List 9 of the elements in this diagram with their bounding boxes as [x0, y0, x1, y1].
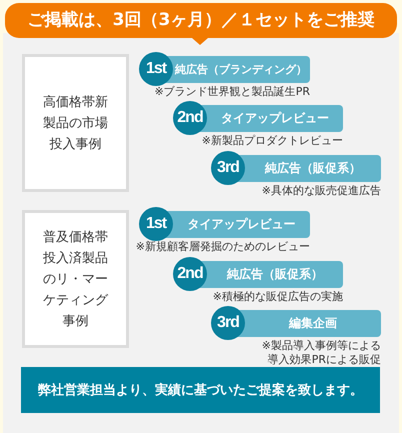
step-note: ※ブランド世界観と製品誕生PR: [154, 85, 310, 99]
step-note: ※具体的な販売促進広告: [262, 184, 381, 198]
step-note: ※積極的な販促広告の実施: [212, 290, 343, 304]
step-note: ※新規顧客層発掘のためのレビュー: [136, 240, 310, 254]
proposal-banner: 弊社営業担当より、実績に基づいたご提案を致します。: [21, 367, 380, 413]
step-note: ※新製品プロダクトレビュー: [202, 134, 343, 148]
case-card: 高価格帯新製品の市場投入事例: [22, 54, 129, 192]
case-card: 普及価格帯投入済製品のリ・マーケティング事例: [22, 210, 129, 348]
step-note: ※製品導入事例等による導入効果PRによる販促: [260, 339, 381, 367]
